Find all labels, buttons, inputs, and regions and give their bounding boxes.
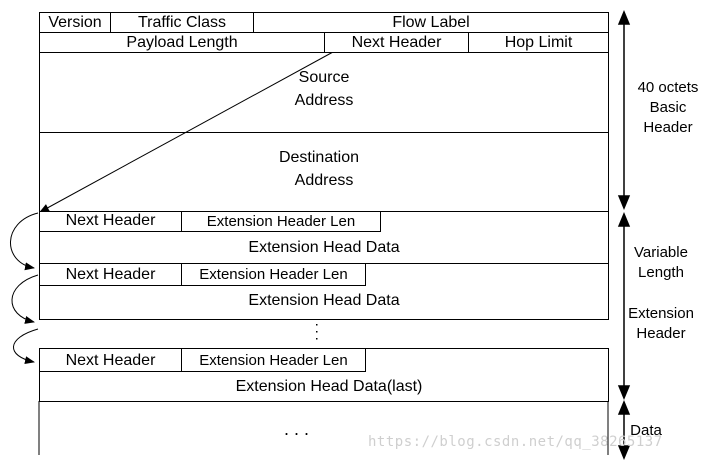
- watermark-text: https://blog.csdn.net/qq_38265137: [368, 434, 663, 450]
- ext3-len-field: Extension Header Len: [181, 348, 366, 372]
- basic-header-bracket: [617, 10, 631, 210]
- ext1-next-header-field: Next Header: [39, 211, 182, 232]
- ext2-data-label: Extension Head Data: [248, 292, 400, 309]
- ext1-len-label: Extension Header Len: [206, 213, 356, 230]
- ext1-len-field: Extension Header Len: [181, 211, 381, 232]
- destination-label-line1: Destination: [278, 149, 360, 166]
- vertical-ellipsis: [316, 324, 318, 340]
- source-label-line2: Address: [294, 92, 354, 109]
- chain-arrow-3: [13, 328, 39, 365]
- ext3-next-header-field: Next Header: [39, 348, 182, 372]
- data-side-label: Data: [630, 422, 662, 439]
- ext3-len-label: Extension Header Len: [199, 352, 348, 369]
- variable-side-line2: Length: [638, 264, 684, 281]
- variable-side-line1: Variable: [634, 244, 688, 261]
- basic-header-side-label: 40 octets Basic Header: [628, 78, 708, 138]
- ext1-next-header-label: Next Header: [65, 212, 156, 229]
- ext2-len-label: Extension Header Len: [199, 266, 348, 283]
- next-header-field: Next Header: [324, 32, 469, 53]
- variable-length-side-label: Variable Length: [625, 243, 697, 283]
- basic-side-line2: Basic: [649, 99, 687, 116]
- flow-label-field: Flow Label: [253, 12, 609, 33]
- extension-header-bracket: [617, 212, 631, 400]
- payload-length-field: Payload Length: [39, 32, 325, 53]
- ext3-data-label: Extension Head Data(last): [235, 378, 423, 395]
- destination-address-field: Destination Address: [39, 132, 609, 212]
- traffic-class-field: Traffic Class: [110, 12, 254, 33]
- ext1-data-label: Extension Head Data: [248, 239, 400, 256]
- flow-label-label: Flow Label: [392, 14, 470, 31]
- data-ellipsis: . . .: [284, 419, 310, 439]
- hop-limit-field: Hop Limit: [468, 32, 609, 53]
- traffic-class-label: Traffic Class: [137, 14, 226, 31]
- payload-length-label: Payload Length: [126, 34, 238, 51]
- hop-limit-label: Hop Limit: [504, 34, 573, 51]
- chain-arrow-2: [11, 274, 39, 324]
- ext3-next-header-label: Next Header: [65, 352, 156, 369]
- extension-side-line2: Header: [636, 325, 686, 342]
- basic-side-line1: 40 octets: [637, 79, 699, 96]
- destination-label-line2: Address: [294, 172, 354, 189]
- extension-header-side-label: Extension Header: [622, 304, 700, 344]
- data-bracket: [617, 400, 631, 460]
- ext2-next-header-field: Next Header: [39, 263, 182, 286]
- version-label: Version: [48, 14, 102, 31]
- source-address-field: Source Address: [39, 52, 609, 133]
- ext2-next-header-label: Next Header: [65, 266, 156, 283]
- ext2-len-field: Extension Header Len: [181, 263, 366, 286]
- version-field: Version: [39, 12, 111, 33]
- extension-side-line1: Extension: [628, 305, 694, 322]
- chain-arrow-1: [10, 212, 39, 271]
- source-label-line1: Source: [298, 69, 350, 86]
- basic-side-line3: Header: [643, 119, 693, 136]
- next-header-label: Next Header: [351, 34, 442, 51]
